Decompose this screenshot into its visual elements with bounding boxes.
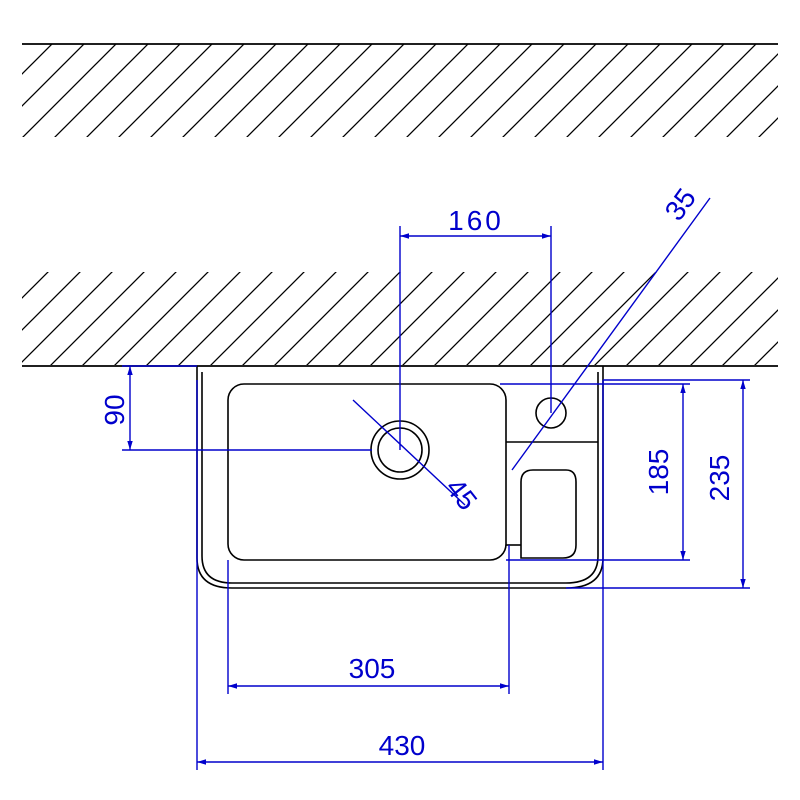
side-compartment xyxy=(520,469,577,559)
main-bowl xyxy=(227,383,507,561)
dim-label-overall-width: 430 xyxy=(379,730,426,761)
dim-label-drain-diameter: 45 xyxy=(440,472,484,516)
dim-label-overall-depth: 235 xyxy=(704,455,735,502)
dim-label-basin-depth: 185 xyxy=(643,449,674,496)
basin-outline xyxy=(196,366,604,589)
dim-label-drain-offset: 90 xyxy=(99,394,130,425)
dimension-labels: 160 35 90 45 185 235 305 430 xyxy=(99,183,735,761)
dim-label-tap-hole: 35 xyxy=(659,183,702,226)
dimension-lines xyxy=(122,197,750,770)
dim-label-tap-spacing: 160 xyxy=(448,205,504,236)
upper-wall-hatching xyxy=(22,43,778,137)
dim-label-bowl-width: 305 xyxy=(349,653,396,684)
